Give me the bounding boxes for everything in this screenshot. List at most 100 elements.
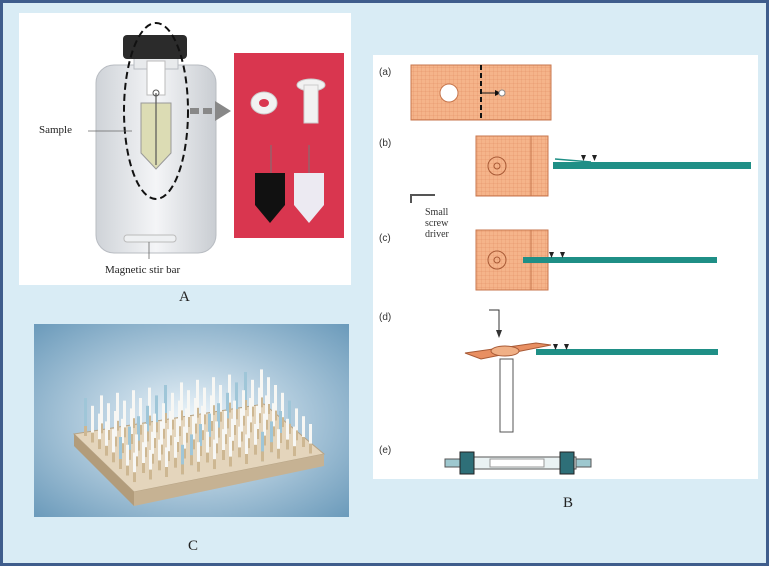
tube-base — [199, 446, 202, 456]
ring-part — [250, 91, 278, 115]
tube-base — [133, 472, 136, 483]
tube-base — [254, 444, 257, 455]
rod-b — [553, 162, 751, 169]
tube-base — [233, 425, 236, 435]
tube-base — [229, 456, 232, 467]
tube-base — [251, 406, 254, 417]
tube — [199, 424, 202, 456]
tube — [123, 400, 126, 438]
tube-base — [219, 411, 222, 422]
tube-base — [263, 435, 266, 446]
step-label-c: (c) — [379, 233, 391, 244]
tube — [288, 400, 291, 434]
tube — [217, 403, 220, 438]
step-label-a: (a) — [379, 67, 392, 78]
tube-base — [139, 424, 142, 435]
tube-base — [261, 451, 264, 462]
tube-base — [206, 452, 209, 463]
tube — [309, 424, 312, 454]
tube-base — [91, 432, 94, 443]
tube-base — [247, 438, 250, 449]
tube — [286, 418, 289, 450]
tube-base — [165, 467, 168, 477]
panel-a: Sample Magnetic stir bar — [19, 13, 351, 285]
tube-base — [146, 431, 149, 442]
tube — [206, 431, 209, 463]
tube-base — [153, 438, 156, 448]
tube-base — [238, 447, 241, 458]
tube-base — [180, 410, 183, 421]
tube-base — [194, 423, 197, 434]
tube-base — [130, 434, 133, 444]
tube-base — [210, 421, 213, 431]
tube-base — [105, 445, 108, 456]
tube — [185, 408, 188, 443]
tube — [258, 387, 261, 424]
tube — [178, 400, 181, 437]
tube-base — [286, 439, 289, 450]
tube — [190, 434, 193, 466]
tube — [176, 418, 179, 452]
tube-base — [240, 431, 243, 442]
tube-base — [267, 404, 270, 414]
tube-base — [212, 405, 215, 416]
tube-base — [302, 437, 305, 447]
tube-base — [185, 432, 188, 443]
tube — [126, 444, 129, 476]
tube — [249, 398, 252, 433]
tube — [238, 426, 241, 458]
tube-array — [84, 369, 312, 483]
tube — [181, 444, 184, 475]
plug-part — [296, 78, 326, 124]
tube — [260, 369, 263, 408]
tube — [251, 379, 254, 417]
tube-d — [499, 358, 514, 433]
caption-c: C — [188, 538, 199, 554]
tube-base — [183, 448, 186, 459]
tube — [261, 431, 264, 462]
tube-base — [197, 461, 200, 472]
tube — [180, 382, 183, 421]
screwdriver-label-line2: screw — [425, 218, 449, 229]
tube — [231, 418, 234, 451]
tube-base — [270, 442, 273, 453]
tube — [107, 403, 110, 440]
tube-base — [132, 418, 135, 429]
tube-base — [116, 420, 119, 431]
tube-base — [160, 444, 163, 455]
tube-base — [274, 410, 277, 421]
tube — [192, 416, 195, 450]
tube-base — [144, 447, 147, 458]
tube-base — [217, 427, 220, 438]
tube — [146, 405, 149, 442]
tube-base — [187, 417, 190, 427]
tube-rack-photo — [34, 324, 349, 517]
tube — [196, 379, 199, 418]
parts-photo — [234, 53, 344, 238]
tube — [208, 413, 211, 447]
tube — [158, 439, 161, 471]
tube-base — [249, 422, 252, 433]
tube — [139, 398, 142, 435]
tube-base — [213, 459, 216, 470]
tube — [169, 411, 172, 446]
tube — [229, 437, 232, 467]
tube-base — [121, 443, 124, 454]
tube — [212, 377, 215, 416]
tube — [256, 405, 259, 439]
tube — [201, 405, 204, 441]
stir-bar-label: Magnetic stir bar — [105, 264, 181, 276]
panel-b: (a) (b) (c) (d) (e) Small screw driver — [373, 55, 758, 479]
tube — [142, 442, 145, 473]
tube-base — [148, 415, 151, 426]
tube — [194, 398, 197, 434]
tube — [167, 429, 170, 462]
tube — [210, 395, 213, 431]
tube-base — [84, 426, 87, 436]
tube-base — [162, 428, 165, 439]
bottle-cap — [123, 35, 187, 59]
screwdriver-icon — [410, 194, 435, 203]
tube — [105, 421, 108, 456]
tube — [267, 377, 270, 414]
